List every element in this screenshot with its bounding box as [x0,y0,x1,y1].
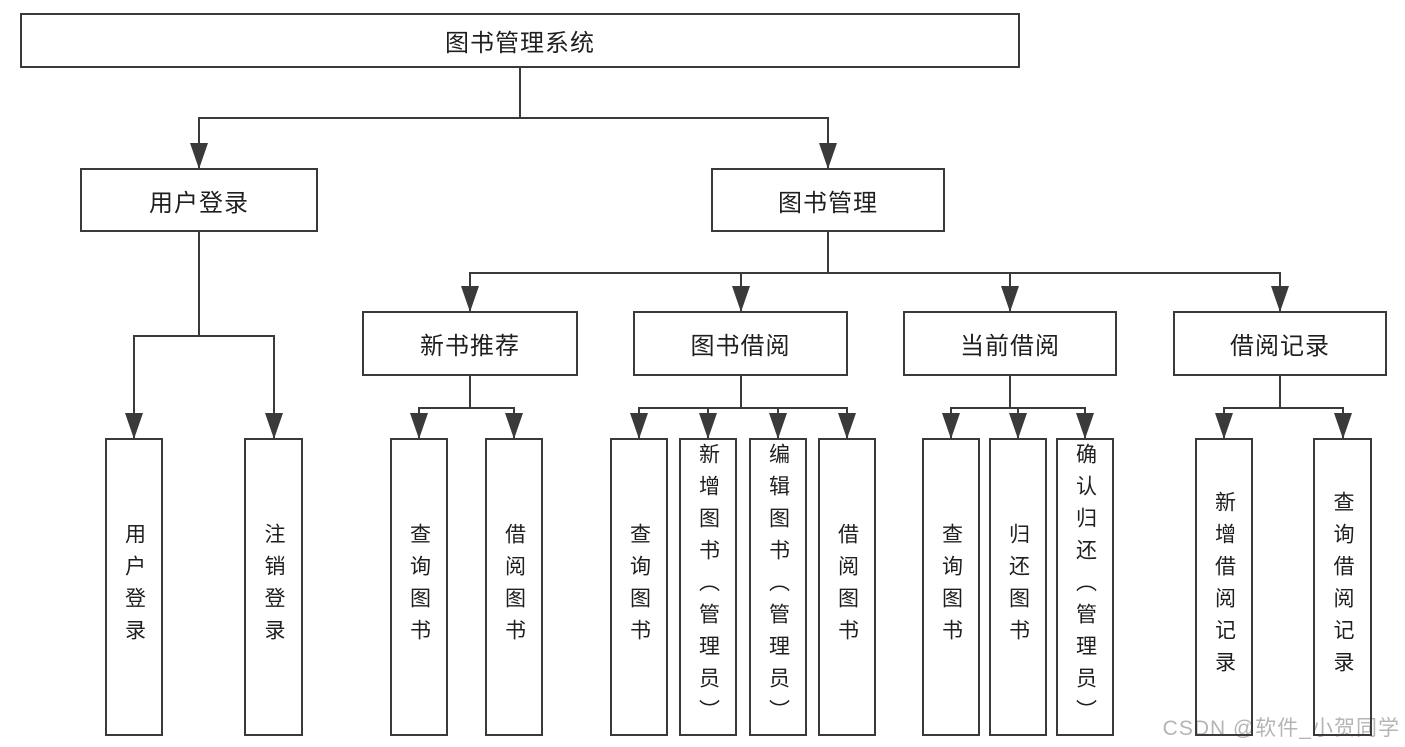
node-nb-query: 查询图书 [390,438,448,736]
node-label: 查询图书 [627,523,651,651]
node-bb-add: 新增图书（管理员） [679,438,737,736]
node-label: 确认归还（管理员） [1073,443,1097,731]
node-label: 查询图书 [939,523,963,651]
connector-line [1223,407,1344,409]
connector-line [198,232,200,337]
node-cb-confirm: 确认归还（管理员） [1056,438,1114,736]
node-cb-return: 归还图书 [989,438,1047,736]
arrow-down-icon [731,286,750,312]
arrow-down-icon [1001,286,1019,312]
connector-line [827,232,829,274]
node-rec-query: 查询借阅记录 [1313,438,1372,736]
arrow-down-icon [1009,413,1027,439]
node-rec-add: 新增借阅记录 [1195,438,1253,736]
node-label: 编辑图书（管理员） [766,443,790,731]
arrow-down-icon [264,413,283,439]
node-records: 借阅记录 [1173,311,1387,376]
node-label: 新增借阅记录 [1212,491,1236,683]
node-label: 查询借阅记录 [1331,491,1354,683]
node-label: 图书管理 [778,189,878,217]
node-label: 用户登录 [149,189,249,217]
arrow-down-icon [1076,413,1094,439]
node-label: 图书借阅 [690,333,791,360]
arrow-down-icon [769,413,787,439]
connector-line [638,407,848,409]
node-label: 查询图书 [407,523,431,651]
node-mgmt: 图书管理 [711,168,945,232]
node-label: 用户登录 [122,523,146,651]
arrow-down-icon [699,413,717,439]
arrow-down-icon [630,413,648,439]
arrow-down-icon [410,413,428,439]
node-label: 图书管理系统 [445,30,595,57]
node-label: 借阅记录 [1230,333,1330,360]
node-bb-edit: 编辑图书（管理员） [749,438,807,736]
arrow-down-icon [838,413,856,439]
node-root: 图书管理系统 [20,13,1020,68]
connector-line [469,272,1281,274]
connector-line [739,376,742,409]
connector-line [1009,376,1011,409]
node-newbook: 新书推荐 [362,311,578,376]
arrow-down-icon [190,143,208,169]
node-label: 注销登录 [262,523,285,651]
connector-line [272,335,275,438]
arrow-down-icon [461,286,479,312]
arrow-down-icon [125,413,143,439]
connector-line [133,335,275,337]
node-label: 新书推荐 [420,333,520,360]
arrow-down-icon [1215,413,1233,439]
node-label: 借阅图书 [502,523,526,651]
connector-line [198,117,200,168]
node-currentborrow: 当前借阅 [903,311,1117,376]
connector-line [133,335,135,438]
connector-line [418,407,515,409]
node-login-do: 用户登录 [105,438,163,736]
connector-line [827,117,829,168]
connector-line [469,376,471,409]
arrow-down-icon [1271,286,1289,312]
node-borrowing: 图书借阅 [633,311,848,376]
connector-line [198,117,829,119]
arrow-down-icon [819,143,837,169]
node-label: 借阅图书 [835,523,859,651]
node-bb-borrow: 借阅图书 [818,438,876,736]
arrow-down-icon [942,413,960,439]
node-label: 归还图书 [1006,523,1030,651]
arrow-down-icon [1333,413,1352,439]
node-label: 新增图书（管理员） [696,443,720,731]
node-cb-query: 查询图书 [922,438,980,736]
node-login: 用户登录 [80,168,318,232]
node-label: 当前借阅 [960,333,1060,360]
node-logout: 注销登录 [244,438,303,736]
connector-line [1279,376,1281,409]
arrow-down-icon [505,413,523,439]
connector-line [519,68,521,119]
node-nb-borrow: 借阅图书 [485,438,543,736]
node-bb-query: 查询图书 [610,438,668,736]
